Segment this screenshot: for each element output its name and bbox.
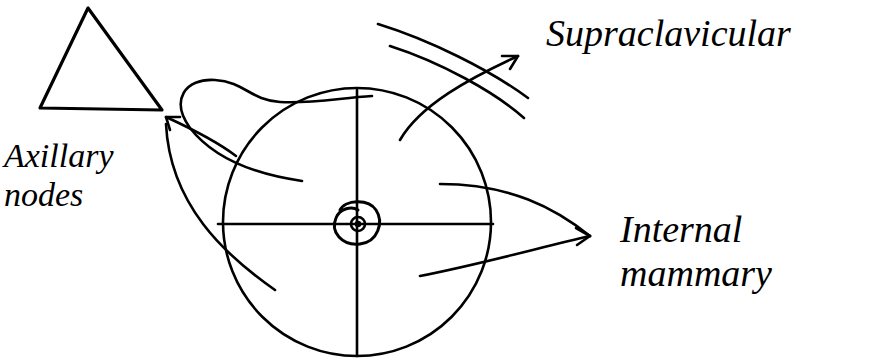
drainage-line <box>166 124 275 290</box>
drainage-line <box>166 117 236 156</box>
drainage-label: Internal mammary <box>620 208 850 295</box>
arrow-head <box>576 228 590 245</box>
axillary-triangle <box>40 8 162 110</box>
breast-outline <box>223 88 491 356</box>
drainage-arrow <box>420 236 590 276</box>
areola <box>334 202 379 244</box>
axillary-tail <box>181 80 372 181</box>
drainage-arrow <box>440 184 590 236</box>
drainage-label: Axillary nodes <box>4 136 144 214</box>
drainage-arrow <box>400 56 518 140</box>
clavicle-stroke <box>390 46 524 118</box>
arrow-head <box>166 117 180 130</box>
nipple <box>351 217 365 231</box>
drainage-label: Supraclavicular <box>546 12 866 56</box>
quadrant-line <box>218 223 493 226</box>
nipple-dot <box>356 222 360 226</box>
arrow-head <box>502 56 518 69</box>
